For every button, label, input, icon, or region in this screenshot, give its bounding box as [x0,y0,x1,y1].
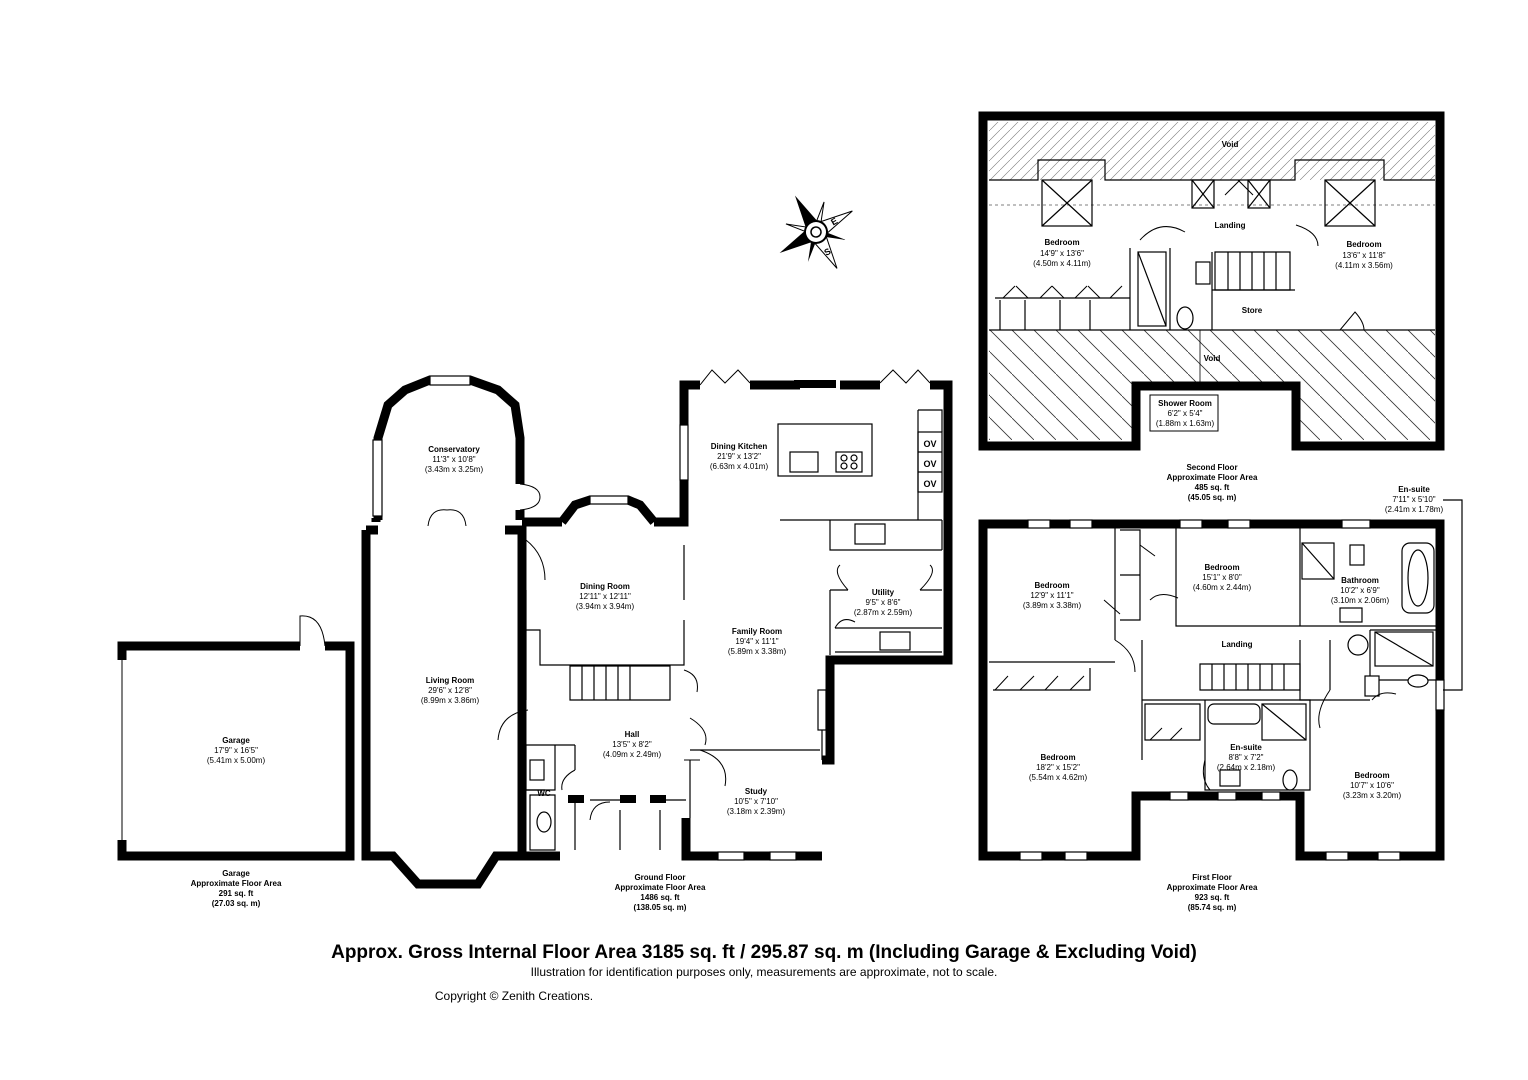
conservatory-metric: (3.43m x 3.25m) [425,465,484,474]
ff-ensuite-top-imperial: 7'11" x 5'10" [1392,495,1435,504]
sf-bedroom-right-name: Bedroom [1346,240,1381,249]
ff-bedroom-n-name: Bedroom [1204,563,1239,572]
hall-name: Hall [625,730,640,739]
ff-bedroom-n-metric: (4.60m x 2.44m) [1193,583,1252,592]
utility-imperial: 9'5" x 8'6" [866,598,901,607]
garage-plan: Garage 17'9" x 16'5" (5.41m x 5.00m) Gar… [117,615,355,908]
ff-bathroom-imperial: 10'2" x 6'9" [1340,586,1380,595]
living-room-imperial: 29'6" x 12'8" [428,686,472,695]
ground-floor-area-subtitle: Approximate Floor Area [615,883,706,892]
living-room-name: Living Room [426,676,474,685]
utility-metric: (2.87m x 2.59m) [854,608,913,617]
second-floor-area-title: Second Floor [1186,463,1237,472]
first-floor-plan: Bedroom 12'9" x 11'1" (3.89m x 3.38m) Be… [978,485,1463,912]
sf-bedroom-left-name: Bedroom [1044,238,1079,247]
ff-ensuite-top-name: En-suite [1398,485,1430,494]
compass-n: N [800,208,811,220]
garage-area-subtitle: Approximate Floor Area [191,879,282,888]
ff-bedroom-nw-metric: (3.89m x 3.38m) [1023,601,1082,610]
sf-bedroom-left-imperial: 14'9" x 13'6" [1040,249,1084,258]
ff-landing: Landing [1221,640,1252,649]
ff-bathroom-name: Bathroom [1341,576,1379,585]
compass-e: E [829,216,839,228]
ff-bathroom-metric: (3.10m x 2.06m) [1331,596,1390,605]
dining-room-metric: (3.94m x 3.94m) [576,602,635,611]
dining-kitchen-name: Dining Kitchen [711,442,768,451]
disclaimer-text: Illustration for identification purposes… [530,965,998,979]
dining-room-imperial: 12'11" x 12'11" [579,592,631,601]
garage-area-title: Garage [222,869,250,878]
living-room-metric: (8.99m x 3.86m) [421,696,480,705]
second-floor-area-sqft: 485 sq. ft [1195,483,1230,492]
ff-bedroom-se-imperial: 10'7" x 10'6" [1350,781,1394,790]
ff-bedroom-sw-imperial: 18'2" x 15'2" [1036,763,1080,772]
ground-floor-area-sqm: (138.05 sq. m) [634,903,687,912]
ff-ensuite-mid-name: En-suite [1230,743,1262,752]
study-metric: (3.18m x 2.39m) [727,807,786,816]
ground-floor-area-sqft: 1486 sq. ft [640,893,679,902]
dining-kitchen-metric: (6.63m x 4.01m) [710,462,769,471]
garage-area-sqm: (27.03 sq. m) [212,899,261,908]
void-bottom-hatch [989,330,1435,440]
garage-name: Garage [222,736,250,745]
copyright-text: Copyright © Zenith Creations. [434,989,594,1003]
ff-bedroom-sw-name: Bedroom [1040,753,1075,762]
first-floor-area-title: First Floor [1192,873,1232,882]
sf-bedroom-left-metric: (4.50m x 4.11m) [1033,259,1091,268]
sf-bedroom-right-metric: (4.11m x 3.56m) [1335,261,1393,270]
garage-metric: (5.41m x 5.00m) [207,756,266,765]
second-floor-store: Store [1242,306,1263,315]
family-room-imperial: 19'4" x 11'1" [735,637,778,646]
ff-bedroom-nw-imperial: 12'9" x 11'1" [1030,591,1073,600]
first-floor-area-subtitle: Approximate Floor Area [1167,883,1258,892]
shower-room-metric: (1.88m x 1.63m) [1156,419,1215,428]
sf-bedroom-right-imperial: 13'6" x 11'8" [1342,251,1385,260]
ff-bedroom-n-imperial: 15'1" x 8'0" [1202,573,1242,582]
shower-room-imperial: 6'2" x 5'4" [1168,409,1203,418]
ff-ensuite-top-metric: (2.41m x 1.78m) [1385,505,1444,514]
conservatory-name: Conservatory [428,445,480,454]
void-top-hatch [989,122,1435,180]
hall-metric: (4.09m x 2.49m) [603,750,662,759]
ground-floor-area-title: Ground Floor [634,873,685,882]
ff-bedroom-nw-name: Bedroom [1034,581,1069,590]
second-floor-void-bottom: Void [1204,354,1221,363]
ff-ensuite-mid-imperial: 8'8" x 7'2" [1229,753,1264,762]
family-room-name: Family Room [732,627,782,636]
second-floor-area-sqm: (45.05 sq. m) [1188,493,1237,502]
second-floor-area-subtitle: Approximate Floor Area [1167,473,1258,482]
shower-room-callout-box [1149,394,1219,432]
dining-room-name: Dining Room [580,582,630,591]
conservatory-imperial: 11'3" x 10'8" [432,455,475,464]
wc-name: WC [537,789,551,798]
study-name: Study [745,787,768,796]
second-floor-void-top: Void [1222,140,1239,149]
dining-kitchen-imperial: 21'9" x 13'2" [717,452,761,461]
garage-imperial: 17'9" x 16'5" [214,746,258,755]
garage-area-sqft: 291 sq. ft [219,889,254,898]
oven-label-3: OV [923,479,936,489]
oven-label-1: OV [923,439,936,449]
shower-room-name: Shower Room [1158,399,1212,408]
family-room-metric: (5.89m x 3.38m) [728,647,787,656]
hall-imperial: 13'5" x 8'2" [612,740,652,749]
ff-bedroom-se-name: Bedroom [1354,771,1389,780]
ff-ensuite-mid-metric: (2.64m x 2.18m) [1217,763,1276,772]
oven-label-2: OV [923,459,936,469]
first-floor-area-sqm: (85.74 sq. m) [1188,903,1237,912]
second-floor-plan: Void Void Landing Store Bedroom 14'9" x … [978,111,1445,502]
first-floor-area-sqft: 923 sq. ft [1195,893,1230,902]
ground-floor-plan: OV OV OV [361,369,953,912]
compass-icon: N E S W [779,195,853,269]
ff-bedroom-se-metric: (3.23m x 3.20m) [1343,791,1402,800]
second-floor-landing: Landing [1214,221,1245,230]
ff-bedroom-sw-metric: (5.54m x 4.62m) [1029,773,1088,782]
total-area-summary: Approx. Gross Internal Floor Area 3185 s… [331,942,1197,963]
study-imperial: 10'5" x 7'10" [734,797,778,806]
compass-s: S [822,246,832,258]
utility-name: Utility [872,588,895,597]
